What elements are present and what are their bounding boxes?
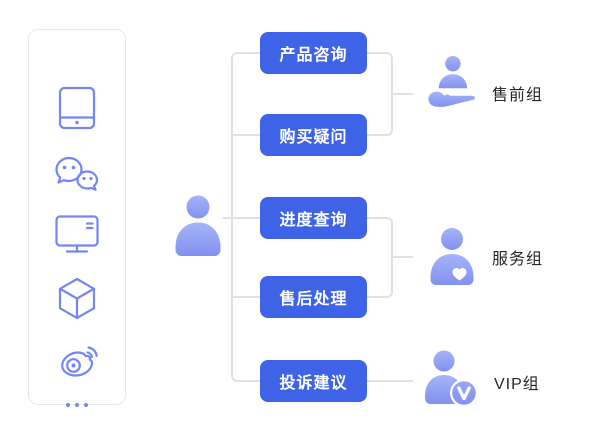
connector-line xyxy=(232,296,260,298)
weibo-icon[interactable] xyxy=(53,338,101,382)
service-group-label: 服务组 xyxy=(492,251,544,268)
vip-group-label: VIP组 xyxy=(494,376,540,393)
connector-presales-stub xyxy=(393,93,413,95)
desktop-monitor-icon[interactable] xyxy=(53,210,101,258)
complaint-suggestion-button[interactable]: 投诉建议 xyxy=(260,360,367,402)
connector-right-bracket-presales xyxy=(367,52,393,136)
service-user-heart-icon xyxy=(426,227,478,285)
cube-icon[interactable] xyxy=(54,276,100,324)
channels-panel xyxy=(28,29,126,407)
connector-customer-line xyxy=(223,217,260,219)
connector-line xyxy=(232,134,260,136)
purchase-question-button[interactable]: 购买疑问 xyxy=(260,114,367,156)
mobile-device-icon[interactable] xyxy=(55,86,99,130)
vip-user-badge-icon xyxy=(423,350,480,408)
connector-left-bracket xyxy=(231,52,260,382)
product-inquiry-button[interactable]: 产品咨询 xyxy=(260,32,367,74)
more-dots-icon[interactable] xyxy=(55,400,99,410)
wechat-icon[interactable] xyxy=(53,150,101,194)
customer-user-icon xyxy=(174,194,222,256)
presales-hand-user-icon xyxy=(424,55,478,109)
connector-right-bracket-service xyxy=(367,217,393,298)
connector-service-stub xyxy=(393,256,413,258)
presales-group-label: 售前组 xyxy=(492,87,544,104)
connector-vip-line xyxy=(367,380,413,382)
progress-query-button[interactable]: 进度查询 xyxy=(260,197,367,239)
aftersales-handling-button[interactable]: 售后处理 xyxy=(260,276,367,318)
